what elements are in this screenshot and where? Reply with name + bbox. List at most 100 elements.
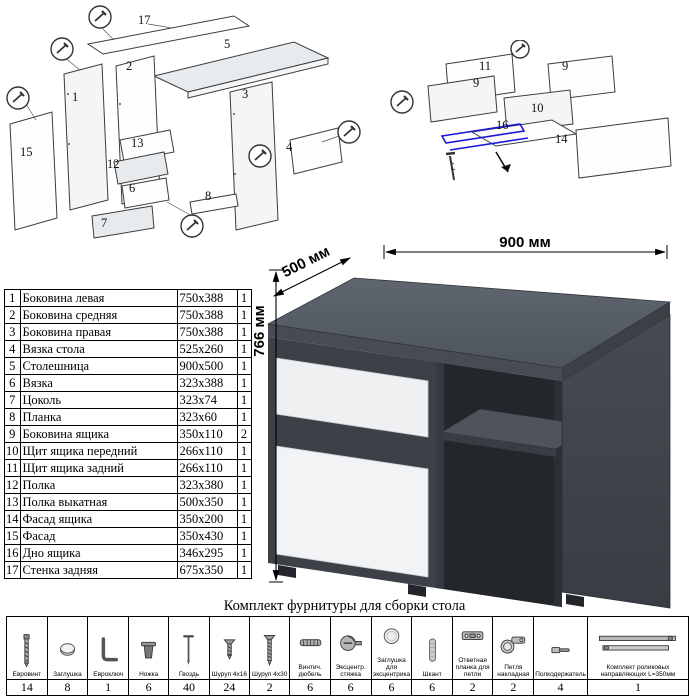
hardware-item-qty: 6 bbox=[370, 679, 413, 696]
cap-icon bbox=[48, 631, 87, 671]
cam-cap-icon bbox=[372, 618, 411, 658]
hardware-item-qty: 1 bbox=[586, 679, 689, 696]
panel-drawer-side-9b bbox=[547, 55, 616, 101]
fitting-hole bbox=[68, 143, 70, 145]
part-number-label: 15 bbox=[20, 145, 33, 159]
parts-cell-qty: 2 bbox=[236, 425, 252, 443]
parts-cell-qty: 1 bbox=[236, 408, 252, 426]
parts-cell-size: 323x74 bbox=[176, 391, 238, 409]
hardware-item-dowel-screw: Винтич. дюбель bbox=[289, 616, 331, 680]
detail-magnifier bbox=[337, 120, 361, 144]
desk-inner-right-edge bbox=[554, 380, 562, 607]
hardware-item-label: Гвоздь bbox=[178, 671, 200, 678]
hardware-item-qty: 2 bbox=[451, 679, 494, 696]
parts-cell-size: 350x430 bbox=[176, 527, 238, 545]
hardware-item-label: Шуруп 4x16 bbox=[211, 671, 248, 678]
parts-cell-qty: 1 bbox=[236, 374, 252, 392]
hardware-item-label: Заглушка для эксцентрика bbox=[372, 657, 411, 678]
hardware-item-qty: 4 bbox=[533, 679, 588, 696]
hardware-item-qty: 2 bbox=[248, 679, 291, 696]
hardware-item-nail: Гвоздь bbox=[168, 616, 210, 680]
parts-cell-size: 525x260 bbox=[176, 340, 238, 358]
hardware-item-shelf-pin: Полкодержатель bbox=[533, 616, 588, 680]
screw-4x16-icon bbox=[210, 631, 248, 671]
parts-cell-name: Полка bbox=[19, 476, 178, 494]
hardware-item-screw-4x16: Шуруп 4x16 bbox=[208, 616, 251, 680]
hardware-item-label: Петля накладная bbox=[497, 664, 530, 678]
hardware-item-label: Заглушка bbox=[53, 671, 82, 678]
hardware-item-screw-4x30: Шуруп 4x30 bbox=[248, 616, 291, 680]
panel-side-left-1 bbox=[63, 63, 109, 211]
parts-cell-num: 4 bbox=[4, 340, 21, 358]
roller-guide-highlight bbox=[440, 123, 526, 144]
exploded-left-detail-callouts bbox=[6, 5, 361, 238]
hardware-item-label: Шкант bbox=[422, 671, 442, 678]
parts-cell-qty: 1 bbox=[236, 442, 252, 460]
euro-screw-icon bbox=[7, 631, 46, 671]
parts-cell-name: Фасад ящика bbox=[19, 510, 178, 528]
parts-cell-qty: 1 bbox=[236, 527, 252, 545]
parts-cell-qty: 1 bbox=[236, 544, 252, 562]
desk-foot bbox=[566, 594, 584, 607]
part-number-label: 13 bbox=[131, 136, 144, 150]
parts-cell-qty: 1 bbox=[236, 306, 252, 324]
height-dimension-label: 766 мм bbox=[252, 305, 268, 356]
panel-plinth-7 bbox=[91, 205, 155, 239]
parts-cell-size: 675x350 bbox=[176, 561, 238, 579]
hardware-item-qty: 1 bbox=[87, 679, 130, 696]
part-number-label: 12 bbox=[107, 157, 120, 171]
hex-key-icon bbox=[89, 631, 128, 671]
parts-cell-name: Боковина правая bbox=[19, 323, 178, 341]
desk-inner-left-edge bbox=[436, 362, 444, 589]
part-number-label: 3 bbox=[242, 87, 248, 101]
hardware-item-label: Комплект роликовых направляющих L=350мм bbox=[600, 664, 676, 678]
hardware-item-qty: 6 bbox=[289, 679, 331, 696]
hardware-item-label: Эксцентр. стяжка bbox=[335, 664, 366, 678]
parts-cell-name: Щит ящика передний bbox=[19, 442, 178, 460]
desk-render: 900 мм 500 мм 766 мм bbox=[252, 236, 672, 609]
parts-cell-num: 6 bbox=[4, 374, 21, 392]
screw-glyph bbox=[445, 151, 456, 181]
parts-cell-name: Вязка стола bbox=[19, 340, 178, 358]
desk-top-right-edge bbox=[562, 302, 670, 381]
parts-cell-size: 323x380 bbox=[176, 476, 238, 494]
dowel-screw-icon bbox=[291, 624, 329, 664]
detail-magnifier bbox=[248, 144, 272, 168]
detail-magnifier bbox=[88, 5, 112, 29]
parts-cell-num: 17 bbox=[4, 561, 21, 579]
hinge-plate-icon bbox=[453, 618, 492, 658]
desk-top-front-edge bbox=[268, 324, 562, 381]
parts-cell-num: 9 bbox=[4, 425, 21, 443]
part-number-label: 9 bbox=[473, 76, 479, 90]
parts-cell-name: Вязка bbox=[19, 374, 178, 392]
detail-magnifier bbox=[50, 37, 74, 61]
panel-tabletop-5-edge bbox=[187, 57, 329, 99]
part-number-label: 2 bbox=[126, 59, 132, 73]
part-number-label: 10 bbox=[531, 101, 544, 115]
detail-magnifier bbox=[180, 214, 204, 238]
dowel-icon bbox=[413, 631, 451, 671]
parts-cell-qty: 1 bbox=[236, 340, 252, 358]
part-number-label: 16 bbox=[496, 118, 509, 132]
parts-cell-num: 8 bbox=[4, 408, 21, 426]
hardware-item-qty: 6 bbox=[411, 679, 453, 696]
hardware-item-hex-key: Евроключ bbox=[87, 616, 130, 680]
hardware-item-qty: 2 bbox=[492, 679, 535, 696]
parts-cell-num: 12 bbox=[4, 476, 21, 494]
parts-cell-qty: 1 bbox=[236, 391, 252, 409]
parts-cell-size: 323x60 bbox=[176, 408, 238, 426]
parts-cell-name: Боковина ящика bbox=[19, 425, 178, 443]
